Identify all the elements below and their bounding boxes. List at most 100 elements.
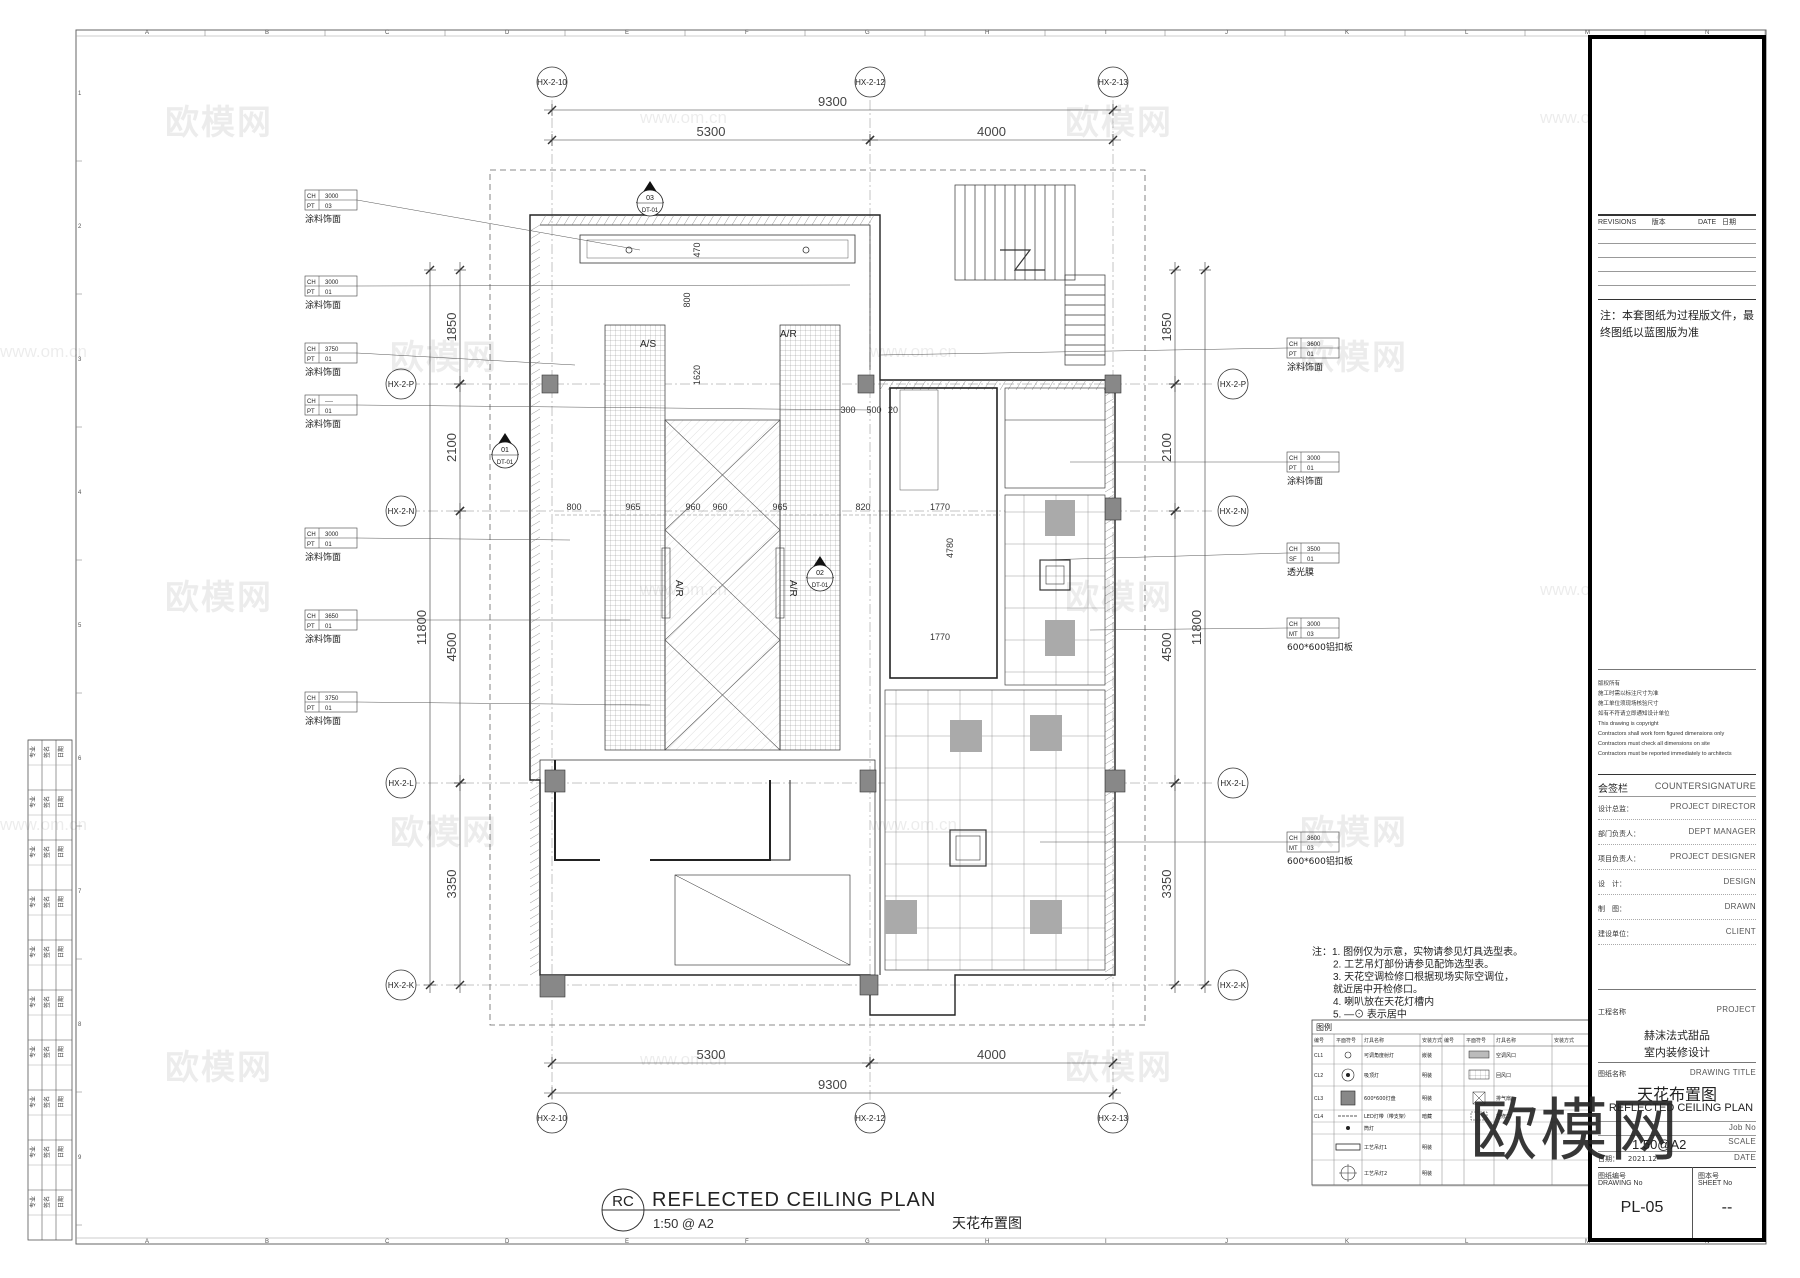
legend-title: 图例 xyxy=(1316,1022,1332,1032)
inner-dimension: 965 xyxy=(772,502,787,512)
frame-col-label: L xyxy=(1465,1239,1469,1245)
legend-name-2: 排气扇 xyxy=(1496,1095,1511,1102)
note-line: 5. —⊙ 表示居中 xyxy=(1333,1008,1407,1021)
grid-bubble-col xyxy=(854,66,886,98)
grid-label: HX-2-K xyxy=(1220,981,1247,990)
frame-col-label: A xyxy=(145,1239,149,1245)
legend-mount: 嵌装 xyxy=(1422,1052,1432,1059)
legend-mount: 明装 xyxy=(1422,1095,1432,1102)
copyright-line: 版权所有 xyxy=(1598,681,1621,687)
tag-code: PT xyxy=(1289,352,1297,358)
grid-label: HX-2-N xyxy=(1220,507,1247,516)
watermark-url: www.om.cn xyxy=(640,1050,727,1069)
drawing-notes: 注：1. 图例仅为示意，实物请参见灯具选型表。2. 工艺吊灯部份请参见配饰选型表… xyxy=(1312,945,1523,1021)
title-block: REVISIONS 版本 DATE 日期 注：本套图纸为过程版文件，最终图纸以蓝… xyxy=(1588,35,1766,1242)
tag-value: 3750 xyxy=(325,347,339,353)
countersign-cn: 会签栏 xyxy=(1598,784,1628,795)
inner-dimension: 470 xyxy=(692,242,702,257)
dimension-label: 2100 xyxy=(1159,433,1174,462)
tag-finish-right: 透光膜 xyxy=(1287,566,1314,578)
role-cn: 制 图： xyxy=(1598,905,1626,913)
grid-bubble-row xyxy=(1217,495,1249,527)
grid-bubble-col xyxy=(536,1102,568,1134)
section-ref: DT-01 xyxy=(812,583,829,589)
inner-dimension: 800 xyxy=(682,292,692,307)
tag-value: 01 xyxy=(1307,352,1314,358)
sign-label: 日期 xyxy=(57,796,65,808)
frame-col-label: J xyxy=(1225,1239,1228,1245)
walls xyxy=(529,214,1116,1016)
tag-finish-left: 涂料饰面 xyxy=(305,418,341,430)
grid-label: HX-2-P xyxy=(1220,380,1246,389)
copyright-line: Contractors must be reported immediately… xyxy=(1598,751,1732,757)
sign-label: 日期 xyxy=(57,996,65,1008)
frame-row-label: 6 xyxy=(78,756,82,762)
project-cn: 工程名称 xyxy=(1598,1008,1626,1016)
job-no: Job No xyxy=(1728,1123,1756,1132)
tag-code: PT xyxy=(307,409,315,415)
tag-value: 3600 xyxy=(1307,342,1321,348)
bar-counter-ceiling xyxy=(889,387,1106,679)
role-cn: 部门负责人： xyxy=(1598,830,1640,838)
watermark-logo: 欧模网 xyxy=(1300,813,1408,853)
grid-label: HX-2-12 xyxy=(855,1114,885,1123)
tag-value: 3000 xyxy=(1307,622,1321,628)
note-line: 2. 工艺吊灯部份请参见配饰选型表。 xyxy=(1333,958,1494,971)
role-en: DRAWN xyxy=(1724,902,1756,911)
tag-code: CH xyxy=(307,280,316,286)
copyright-line: 施工单位须现场核验尺寸 xyxy=(1598,701,1659,707)
sign-label: 签名 xyxy=(43,896,51,908)
frame-col-label: M xyxy=(1585,1239,1590,1245)
tag-finish-right: 涂料饰面 xyxy=(1287,475,1323,487)
watermark-big: 欧模网 xyxy=(1470,1092,1681,1171)
role-cn: 项目负责人： xyxy=(1598,855,1640,863)
legend-name: 工艺吊灯1 xyxy=(1364,1144,1387,1151)
frame-row-label: 5 xyxy=(78,623,82,629)
date-row-en: DATE xyxy=(1734,1153,1756,1162)
tag-code: CH xyxy=(307,347,316,353)
tag-code: MT xyxy=(1289,846,1298,852)
drawing-title-2: REFLECTED CEILING PLAN xyxy=(1608,1102,1754,1114)
tag-finish-left: 涂料饰面 xyxy=(305,715,341,727)
grid-label: HX-2-13 xyxy=(1098,1114,1128,1123)
grid-label: HX-2-13 xyxy=(1098,78,1128,87)
inner-dimension: 960 xyxy=(712,502,727,512)
process-note: 注：本套图纸为过程版文件，最终图纸以蓝图版为准 xyxy=(1600,309,1754,339)
inner-dimension: 1770 xyxy=(930,632,950,642)
grid-bubble-row xyxy=(385,368,417,400)
tag-finish-left: 涂料饰面 xyxy=(305,551,341,563)
frame-row-label: 7 xyxy=(78,889,82,895)
tag-value: 03 xyxy=(1307,632,1314,638)
dimension-label: 2100 xyxy=(444,433,459,462)
legend-name: 筒灯 xyxy=(1364,1125,1374,1132)
frame-col-label: K xyxy=(1345,1239,1349,1245)
sign-label: 专业 xyxy=(29,796,37,808)
sign-label: 专业 xyxy=(29,896,37,908)
dimension-label: 11800 xyxy=(1189,610,1204,645)
legend-name: 工艺吊灯2 xyxy=(1364,1170,1387,1177)
frame-col-label: I xyxy=(1105,1239,1107,1245)
inner-dimension: 820 xyxy=(855,502,870,512)
sign-label: 专业 xyxy=(29,846,37,858)
dimension-label: 9300 xyxy=(818,1077,847,1092)
tag-code: PT xyxy=(307,290,315,296)
dimension-label: 9300 xyxy=(818,94,847,109)
legend-code: CL4 xyxy=(1314,1114,1323,1120)
grid-label: HX-2-L xyxy=(388,779,414,788)
copyright-line: 如有不符请立即通知设计单位 xyxy=(1598,711,1670,717)
sheet-frame xyxy=(75,29,1767,1245)
frame-col-label: N xyxy=(1705,1239,1709,1245)
structural-columns xyxy=(539,374,1126,998)
tag-value: 3750 xyxy=(325,696,339,702)
frame-row-label: 2 xyxy=(78,224,82,230)
watermark-logo: 欧模网 xyxy=(390,813,498,853)
frame-col-label: D xyxy=(505,30,510,36)
sign-label: 专业 xyxy=(29,1096,37,1108)
frame-col-label: G xyxy=(865,1239,870,1245)
legend-name: LED灯带（带支架） xyxy=(1364,1113,1409,1120)
tag-finish-left: 涂料饰面 xyxy=(305,299,341,311)
tag-value: 3000 xyxy=(1307,456,1321,462)
